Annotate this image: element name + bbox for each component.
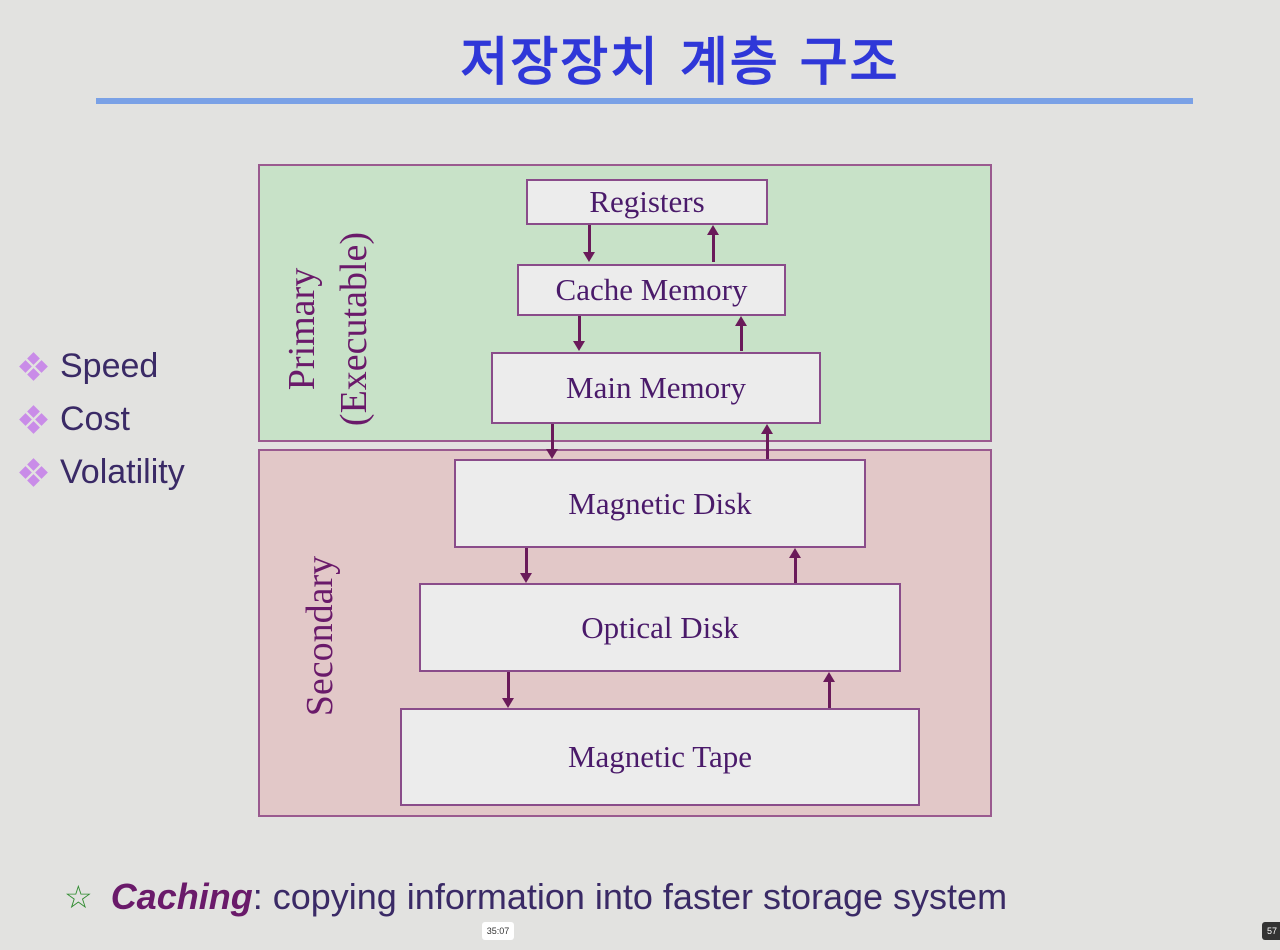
primary-region-label: Primary (Executable) <box>276 199 380 459</box>
video-timestamp: 35:07 <box>482 922 514 940</box>
bullet-item: Cost <box>19 393 185 446</box>
video-corner-badge: 57 <box>1262 922 1280 940</box>
footer-note: ☆ Caching : copying information into fas… <box>64 876 1007 918</box>
primary-label-line1: Primary <box>281 267 323 391</box>
level-main-memory: Main Memory <box>491 352 821 424</box>
diamond-bullet-icon <box>19 351 48 381</box>
bullet-list: Speed Cost Volatility <box>19 340 185 499</box>
title-underline <box>96 98 1193 104</box>
slide-title: 저장장치 계층 구조 <box>460 33 900 93</box>
secondary-region-label: Secondary <box>299 555 341 717</box>
diamond-bullet-icon <box>19 457 48 487</box>
level-registers: Registers <box>526 179 768 225</box>
bullet-item: Volatility <box>19 446 185 499</box>
primary-label-line2: (Executable) <box>333 231 375 427</box>
level-optical-disk: Optical Disk <box>419 583 901 672</box>
bullet-text: Volatility <box>60 453 185 491</box>
diamond-bullet-icon <box>19 404 48 434</box>
footer-text: : copying information into faster storag… <box>252 876 1008 917</box>
bullet-item: Speed <box>19 340 185 393</box>
level-magnetic-disk: Magnetic Disk <box>454 459 866 548</box>
bullet-text: Speed <box>60 347 159 385</box>
footer-term: Caching <box>110 876 253 917</box>
level-magnetic-tape: Magnetic Tape <box>400 708 920 806</box>
star-outline-icon: ☆ <box>64 878 93 916</box>
bullet-text: Cost <box>60 400 130 438</box>
level-cache-memory: Cache Memory <box>517 264 786 316</box>
